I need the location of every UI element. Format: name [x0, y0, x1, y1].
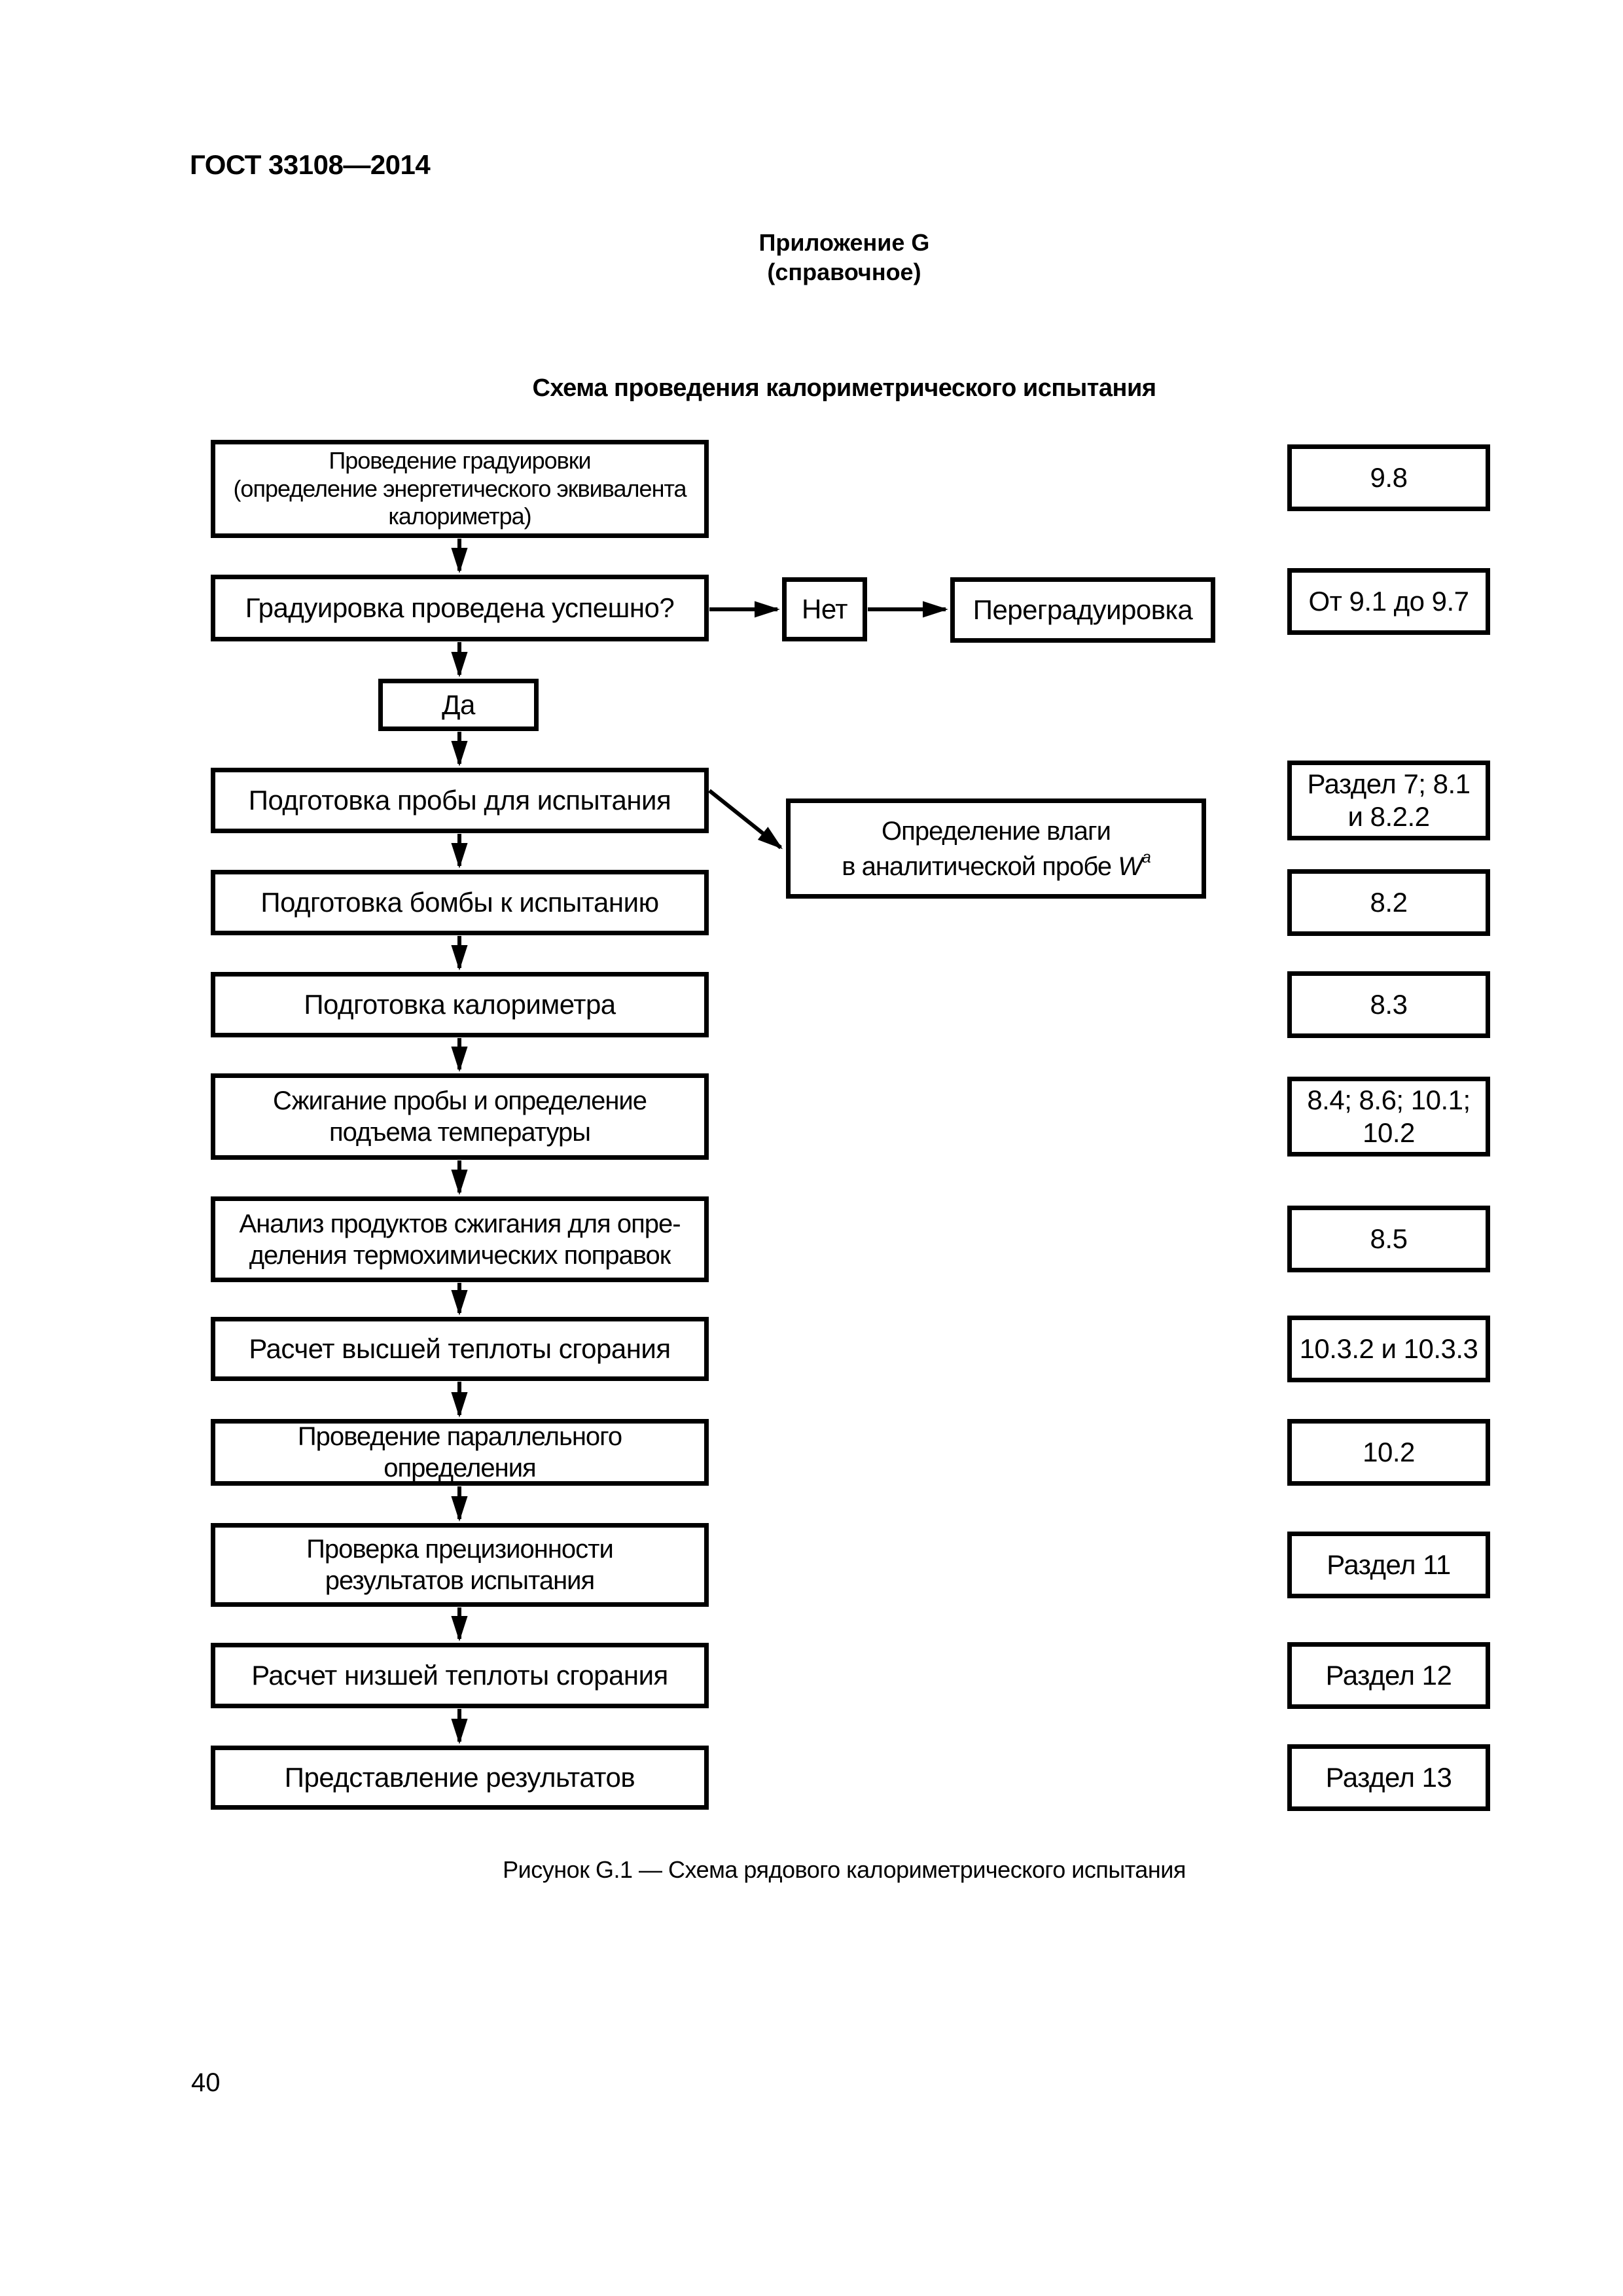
ref-box-combustion: 8.4; 8.6; 10.1; 10.2 — [1287, 1077, 1490, 1157]
moisture-label: Определение влаги в аналитической пробе … — [842, 814, 1151, 884]
ref-box-bomb-prep: 8.2 — [1287, 869, 1490, 936]
ref-box-net-heat: Раздел 12 — [1287, 1642, 1490, 1709]
moisture-line1: Определение влаги — [882, 816, 1111, 846]
flow-box-results: Представление результатов — [211, 1746, 709, 1810]
moisture-symbol-letter: W — [1118, 852, 1143, 881]
standard-number: ГОСТ 33108—2014 — [190, 149, 431, 180]
ref-box-duplicate: 10.2 — [1287, 1419, 1490, 1486]
arrow-sample-prep-to-moisture — [708, 789, 783, 850]
flow-box-no: Нет — [782, 577, 867, 641]
page-number: 40 — [191, 2068, 221, 2097]
ref-box-gross-heat: 10.3.2 и 10.3.3 — [1287, 1316, 1490, 1382]
moisture-symbol-superscript: a — [1141, 849, 1151, 867]
moisture-symbol: Wa — [1118, 849, 1151, 881]
flow-box-precision: Проверка прецизионности результатов испы… — [211, 1523, 709, 1607]
flow-box-bomb-prep: Подготовка бомбы к испытанию — [211, 870, 709, 935]
ref-box-analysis: 8.5 — [1287, 1206, 1490, 1272]
moisture-line2: в аналитической пробе — [842, 852, 1118, 881]
ref-box-precision: Раздел 11 — [1287, 1532, 1490, 1598]
ref-box-calibration-check: От 9.1 до 9.7 — [1287, 568, 1490, 635]
flow-box-calibration-check: Градуировка проведена успешно? — [211, 575, 709, 641]
flow-box-moisture: Определение влаги в аналитической пробе … — [786, 798, 1206, 899]
flow-box-yes: Да — [378, 679, 539, 731]
flow-box-combustion: Сжигание пробы и определение подъема тем… — [211, 1073, 709, 1160]
flow-box-calorimeter-prep: Подготовка калориметра — [211, 972, 709, 1037]
ref-box-sample-prep: Раздел 7; 8.1 и 8.2.2 — [1287, 761, 1490, 840]
flow-box-sample-prep: Подготовка пробы для испытания — [211, 768, 709, 833]
flow-box-duplicate: Проведение параллельного определения — [211, 1419, 709, 1486]
appendix-title: Приложение G — [758, 229, 930, 256]
ref-box-calibration: 9.8 — [1287, 444, 1490, 511]
flow-box-calibration: Проведение градуировки (определение энер… — [211, 440, 709, 538]
appendix-heading: Приложение G (справочное) — [65, 228, 1623, 287]
flow-box-net-heat: Расчет низшей теплоты сгорания — [211, 1643, 709, 1708]
flow-box-gross-heat: Расчет высшей теплоты сгорания — [211, 1317, 709, 1381]
flow-box-recalibration: Переградуировка — [950, 577, 1215, 643]
ref-box-results: Раздел 13 — [1287, 1744, 1490, 1811]
figure-caption: Рисунок G.1 — Схема рядового калориметри… — [503, 1856, 1186, 1883]
ref-box-calorimeter-prep: 8.3 — [1287, 971, 1490, 1038]
figure-title: Схема проведения калориметрического испы… — [532, 374, 1156, 402]
appendix-subtitle: (справочное) — [767, 259, 921, 285]
flow-box-analysis: Анализ продуктов сжигания для опре- деле… — [211, 1196, 709, 1282]
